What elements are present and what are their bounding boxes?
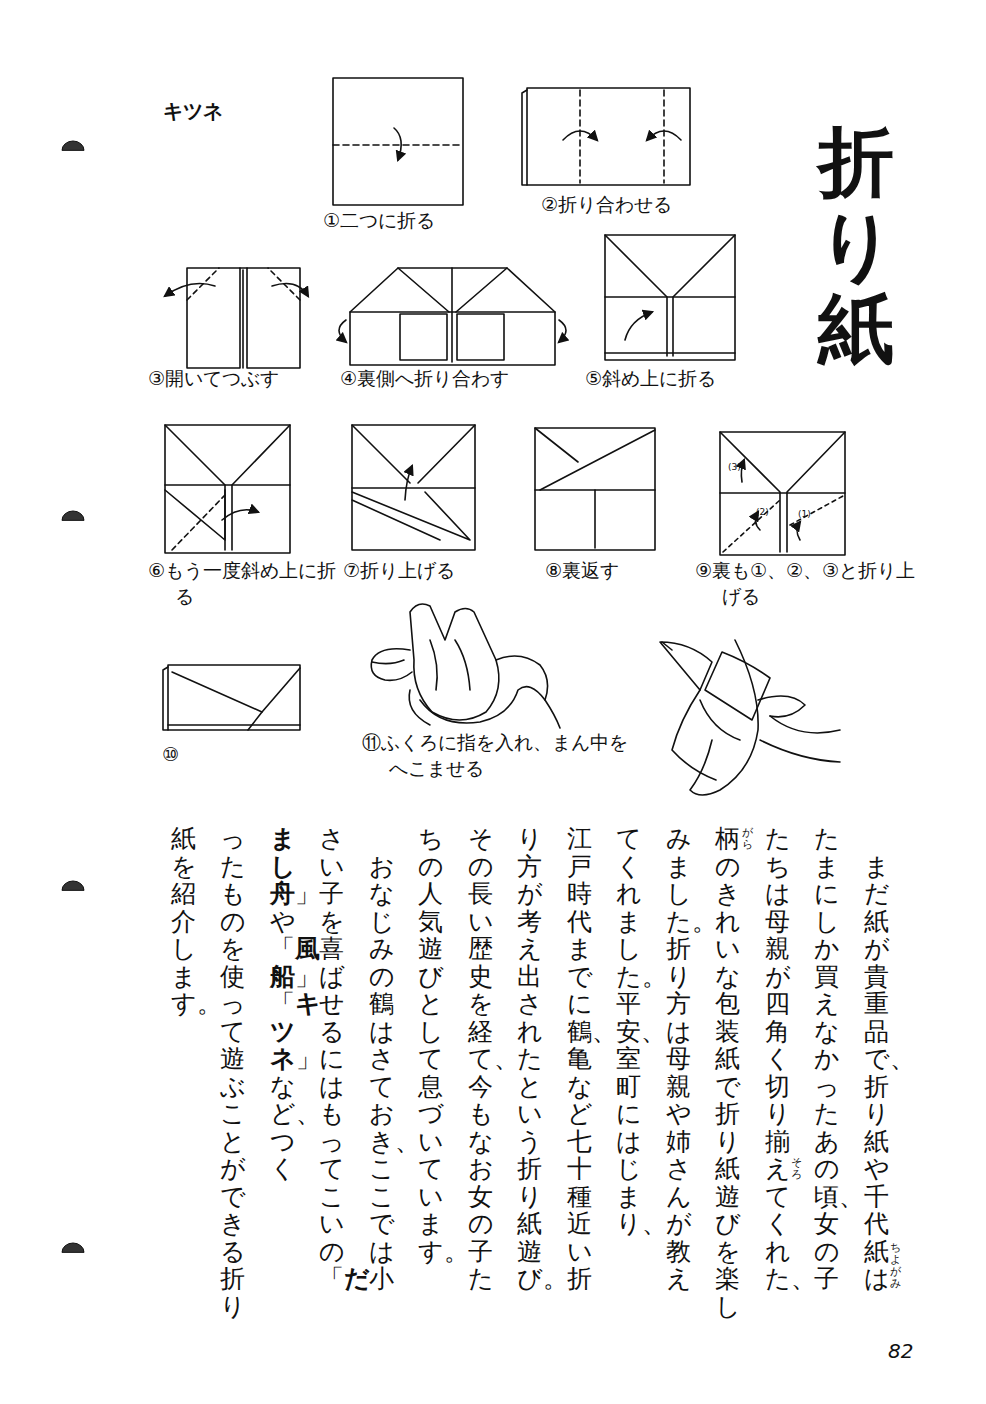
emphasized-text: だ bbox=[344, 1264, 370, 1293]
step-caption: ⑧裏返す bbox=[545, 558, 619, 584]
step-caption: ③開いてつぶす bbox=[148, 366, 279, 392]
text-column: 江戸時代までに鶴、亀など七十種近い折 bbox=[567, 825, 592, 1293]
text-column: まだ紙が貴重品で、折り紙や千代紙は bbox=[864, 853, 889, 1293]
step-9-drawing bbox=[720, 432, 845, 555]
body-text: たちは母親が四角く切り揃えてくれた、 bbox=[765, 824, 816, 1293]
body-text: さい子を喜ばせるにはもってこいの「 bbox=[319, 824, 345, 1293]
text-column: さい子を喜ばせるにはもってこいの「だ bbox=[319, 825, 344, 1293]
body-text: ったものを使って遊ぶことができる折り bbox=[220, 824, 246, 1321]
step-caption: ⑩ bbox=[162, 742, 179, 768]
text-column: ちの人気遊びとして息づいています。 bbox=[418, 825, 443, 1265]
step-caption: ④裏側へ折り合わす bbox=[340, 366, 509, 392]
body-text: その長い歴史を経て、今もなお女の子た bbox=[468, 824, 519, 1293]
text-column: ったものを使って遊ぶことができる折り bbox=[220, 825, 245, 1320]
step-caption: ⑤斜め上に折る bbox=[585, 366, 716, 392]
text-column: てくれました。平安、室町にはじまり、 bbox=[616, 825, 641, 1238]
page-number: 82 bbox=[888, 1338, 913, 1365]
text-column: 柄のきれいな包装紙で折り紙遊びを楽し bbox=[715, 825, 740, 1320]
step-6-drawing bbox=[165, 425, 290, 553]
figure-name: キツネ bbox=[163, 98, 223, 125]
text-column: まし舟」や「風船」「キツネ」など、つく bbox=[270, 825, 295, 1183]
text-column: おなじみの鶴はさておき、ここでは小 bbox=[369, 853, 394, 1293]
text-column: みました。折り方は母親や姉さんが教え bbox=[666, 825, 691, 1293]
step-caption: ⑥もう一度斜め上に折る bbox=[148, 558, 347, 609]
step-11-fox-drawing bbox=[660, 640, 840, 795]
punch-hole-marks bbox=[62, 141, 84, 1252]
step-1-drawing bbox=[333, 78, 463, 205]
text-column: その長い歴史を経て、今もなお女の子た bbox=[468, 825, 493, 1293]
step-8-drawing bbox=[535, 428, 655, 550]
ruby-reading: がら bbox=[742, 827, 753, 851]
step-caption: ⑨裏も①、②、③と折り上げる bbox=[695, 558, 918, 609]
body-text: 江戸時代までに鶴、亀など七十種近い折 bbox=[567, 824, 617, 1293]
body-text: おなじみの鶴はさておき、ここでは小 bbox=[369, 852, 420, 1294]
text-column: り方が考え出されたという折り紙遊び。 bbox=[517, 825, 542, 1293]
body-text: 柄のきれいな包装紙で折り紙遊びを楽し bbox=[715, 824, 741, 1321]
step-caption: ⑪ふくろに指を入れ、まん中をへこませる bbox=[362, 730, 629, 781]
text-column: たちは母親が四角く切り揃えてくれた、 bbox=[765, 825, 790, 1293]
step-4-drawing bbox=[339, 268, 566, 365]
step-10-drawing bbox=[163, 665, 300, 730]
body-text: みました。折り方は母親や姉さんが教え bbox=[666, 824, 717, 1293]
step-5-drawing bbox=[605, 235, 735, 360]
callout-number: (2) bbox=[756, 506, 769, 518]
step-caption: ①二つに折る bbox=[323, 208, 435, 234]
callout-number: (3) bbox=[728, 461, 741, 473]
body-text: ちの人気遊びとして息づいています。 bbox=[418, 824, 469, 1266]
step-caption: ⑦折り上げる bbox=[343, 558, 455, 584]
step-2-drawing bbox=[522, 88, 690, 185]
text-column: 紙を紹介します。 bbox=[171, 825, 196, 1018]
callout-number: (1) bbox=[798, 508, 811, 520]
ruby-reading: ちよがみ bbox=[890, 1242, 901, 1290]
emphasized-text: まし舟 bbox=[270, 824, 296, 908]
body-text: まだ紙が貴重品で、折り紙や千代紙は bbox=[864, 852, 915, 1294]
body-text: 紙を紹介します。 bbox=[171, 824, 222, 1018]
body-text: たまにしか買えなかったあの頃、女の子 bbox=[814, 824, 864, 1293]
step-11-hand-drawing bbox=[371, 604, 560, 728]
body-text: てくれました。平安、室町にはじまり、 bbox=[616, 824, 667, 1238]
text-column: たまにしか買えなかったあの頃、女の子 bbox=[814, 825, 839, 1293]
step-caption: ②折り合わせる bbox=[541, 192, 672, 218]
page-title: 折り紙 bbox=[818, 120, 894, 371]
ruby-reading: そろ bbox=[791, 1157, 802, 1181]
step-3-drawing bbox=[165, 268, 308, 368]
body-text: り方が考え出されたという折り紙遊び。 bbox=[517, 824, 568, 1293]
step-7-drawing bbox=[352, 425, 475, 550]
